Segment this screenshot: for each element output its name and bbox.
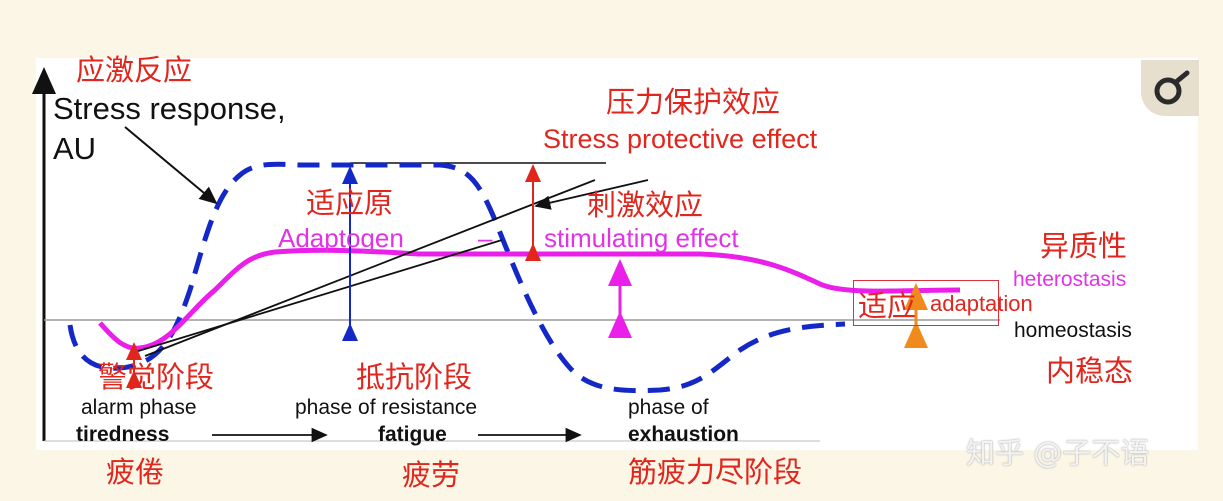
cn-homeostasis-label: 内稳态 — [1046, 354, 1134, 388]
tiredness-label: tiredness — [76, 423, 170, 446]
cn-fatigue-label: 疲劳 — [402, 458, 461, 492]
cn-adaptogen-label: 适应原 — [306, 186, 394, 220]
stress-label-pointer — [124, 126, 218, 205]
stimulated-magenta-curve — [98, 247, 961, 351]
exhaustion-label: exhaustion — [628, 423, 739, 446]
cn-alarm-label: 警觉阶段 — [98, 360, 215, 394]
alarm-phase-label: alarm phase — [81, 396, 197, 419]
protective-effect-label: Stress protective effect — [543, 124, 818, 154]
heterostasis-label: heterostasis — [1013, 268, 1127, 291]
adaptation-label: adaptation — [930, 291, 1033, 316]
protective-pointer-line — [144, 179, 596, 357]
zhihu-logo-icon[interactable] — [1141, 60, 1199, 116]
stimulating-pointer-line — [534, 179, 649, 210]
watermark: 知乎 @子不语 — [966, 436, 1150, 470]
stress-response-dashed-curve — [67, 161, 846, 394]
cn-heterostasis-label: 异质性 — [1040, 229, 1128, 263]
adaptogen-dash: – — [478, 223, 493, 253]
stimulating-effect-label: stimulating effect — [544, 223, 739, 253]
stress-response-label: Stress response, — [53, 91, 286, 126]
cn-stress-label: 应激反应 — [76, 53, 193, 87]
zhihu-logo-glyph — [1154, 70, 1190, 105]
adaptation-highlight-box — [853, 280, 999, 326]
cn-resistance-label: 抵抗阶段 — [356, 360, 473, 394]
cn-tiredness-label: 疲倦 — [106, 455, 165, 489]
cn-adaptation-label: 适应 — [858, 289, 917, 323]
cn-stimulating-label: 刺激效应 — [587, 188, 704, 222]
homeostasis-label: homeostasis — [1014, 319, 1132, 342]
adaptogen-pointer-line — [134, 239, 503, 353]
exhaustion-phase-label: phase of — [628, 396, 709, 419]
cn-exhaustion-label: 筋疲力尽阶段 — [628, 455, 803, 489]
fatigue-label: fatigue — [378, 423, 447, 446]
stress-response-unit: AU — [53, 131, 97, 166]
cn-protective-label: 压力保护效应 — [606, 85, 781, 119]
adaptogen-label: Adaptogen — [278, 223, 404, 253]
resistance-phase-label: phase of resistance — [295, 396, 478, 419]
